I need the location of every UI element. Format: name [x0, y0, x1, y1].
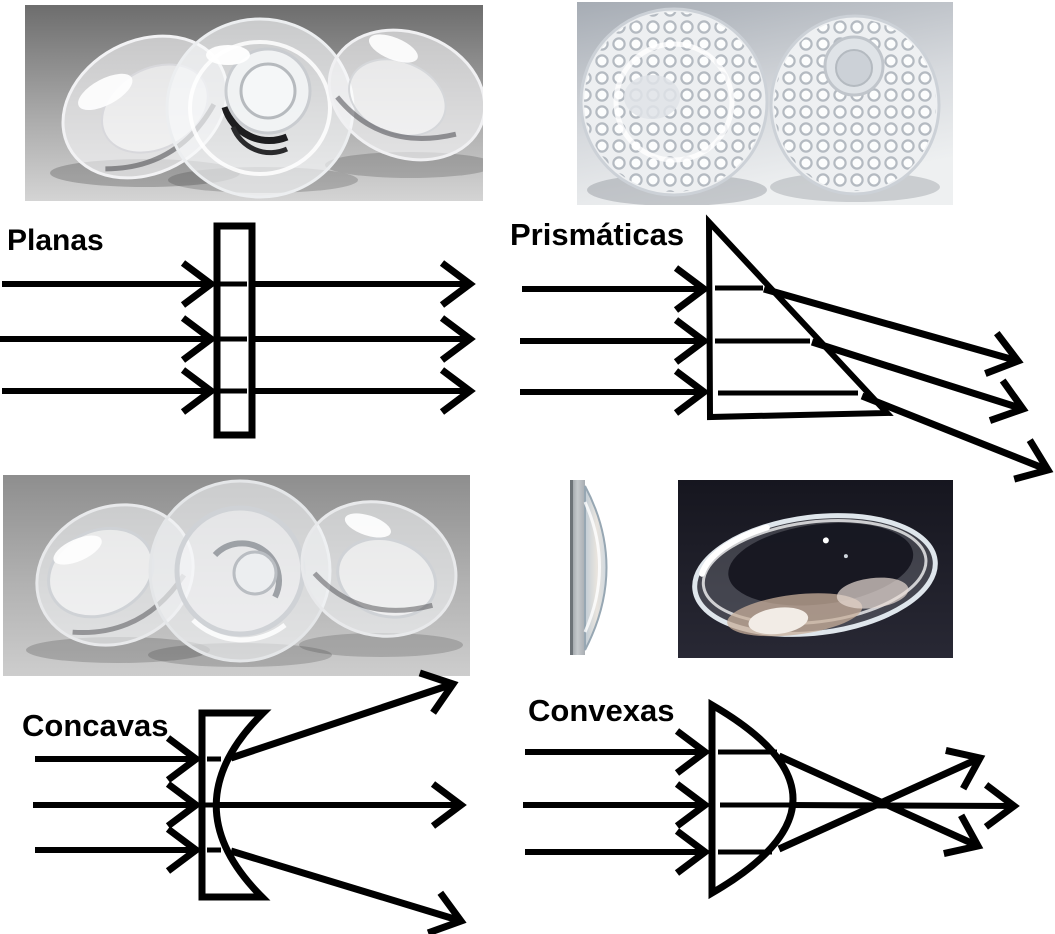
photo-convex-lens [678, 480, 953, 658]
prismaticas-diagram [520, 214, 1054, 483]
label-convexas: Convexas [528, 693, 675, 728]
photo-planas-lenses [25, 5, 483, 201]
planas-diagram [0, 222, 476, 439]
convex-lens-dish [692, 513, 938, 637]
photo-concave-lenses [3, 475, 470, 676]
prismatic-lens-left [579, 7, 769, 197]
concave-lens-middle [148, 479, 332, 663]
label-concavas: Concavas [22, 708, 169, 743]
photo-lens-profile [568, 480, 623, 655]
concave-lens-right [300, 500, 458, 638]
photo-prismatic-lenses [577, 2, 953, 205]
flat-lens-shape [213, 222, 256, 439]
convexas-diagram [523, 698, 1020, 900]
lens-flat-edge [570, 480, 585, 655]
concavas-diagram [33, 669, 467, 934]
flat-lens-right [327, 28, 483, 162]
flat-lens-middle [165, 17, 355, 199]
label-planas: Planas [7, 224, 104, 257]
prismatic-lens-right [769, 14, 941, 196]
lens-curved-face [584, 485, 608, 651]
label-prismaticas: Prismáticas [510, 217, 685, 252]
convex-lens-shape [708, 698, 797, 900]
